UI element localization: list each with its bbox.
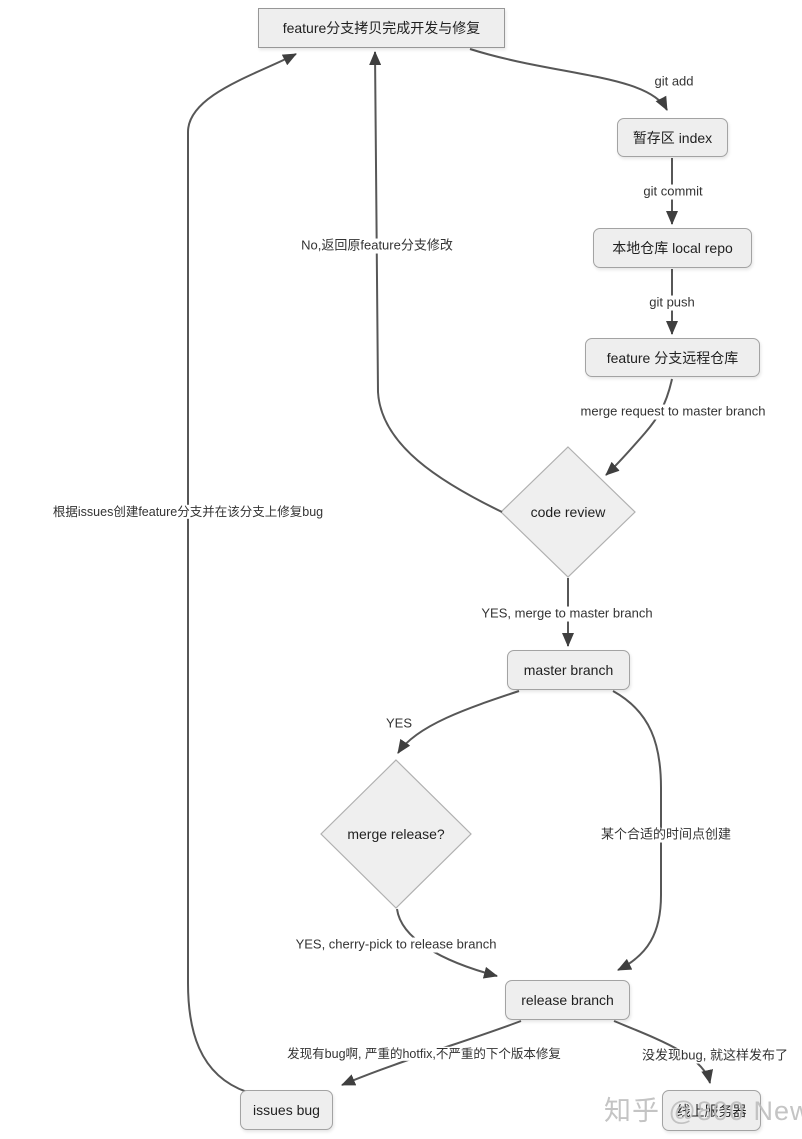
- node-code-review-label: code review: [530, 504, 606, 520]
- edge-label-yes: YES: [383, 715, 415, 732]
- edge-label-yes-merge-master: YES, merge to master branch: [479, 605, 655, 622]
- edge-label-found-bug: 发现有bug啊, 严重的hotfix,不严重的下个版本修复: [285, 1046, 563, 1062]
- edge-label-no-bug: 没发现bug, 就这样发布了: [640, 1047, 790, 1064]
- node-remote-repo: feature 分支远程仓库: [585, 338, 760, 377]
- node-master-branch: master branch: [507, 650, 630, 690]
- node-feature-copy: feature分支拷贝完成开发与修复: [258, 8, 505, 48]
- edge-label-time-point: 某个合适的时间点创建: [598, 826, 734, 843]
- node-merge-release-label: merge release?: [347, 826, 445, 842]
- edge-issues-to-feature: [187, 53, 297, 1093]
- edge-label-no-return: No,返回原feature分支修改: [299, 237, 455, 254]
- edge-label-git-add: git add: [652, 73, 696, 90]
- code-review-diamond: [500, 446, 636, 578]
- edge-label-git-commit: git commit: [641, 183, 705, 200]
- zhihu-watermark: 知乎 @800 News: [604, 1096, 802, 1126]
- edge-feature-to-index: [469, 48, 668, 111]
- edge-master-to-mergerelease: [397, 690, 520, 754]
- edge-master-to-release: [612, 690, 662, 971]
- edge-label-from-issues: 根据issues创建feature分支并在该分支上修复bug: [50, 504, 326, 520]
- node-local-repo: 本地仓库 local repo: [593, 228, 752, 268]
- edge-label-git-push: git push: [647, 294, 697, 311]
- edge-remoterepo-to-review: [605, 378, 673, 476]
- node-issues-bug: issues bug: [240, 1090, 333, 1130]
- node-index: 暂存区 index: [617, 118, 728, 157]
- edge-label-yes-cherry-pick: YES, cherry-pick to release branch: [293, 936, 499, 953]
- edge-review-no-to-feature: [369, 51, 503, 513]
- node-release-branch: release branch: [505, 980, 630, 1020]
- node-online-server: 线上服务器: [662, 1090, 761, 1131]
- merge-release-diamond: [320, 759, 472, 909]
- edge-label-merge-request: merge request to master branch: [578, 403, 768, 420]
